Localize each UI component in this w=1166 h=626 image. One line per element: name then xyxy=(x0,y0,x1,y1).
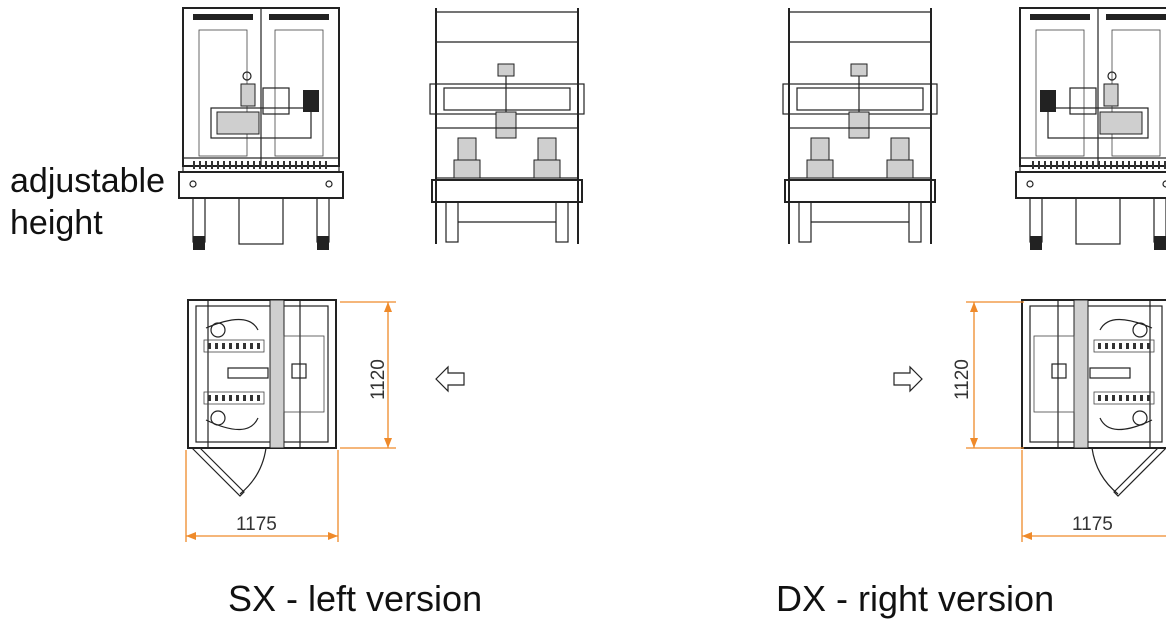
sx-dimension-1120: 1120 xyxy=(340,301,396,449)
dx-caption: DX - right version xyxy=(776,578,1055,619)
sx-caption: SX - left version xyxy=(228,578,483,619)
dx-height-value: 1120 xyxy=(952,359,973,400)
note-line-2: height xyxy=(10,204,103,242)
dx-side-view xyxy=(782,7,938,245)
dx-width-value: 1175 xyxy=(1072,514,1113,535)
sx-front-view xyxy=(178,7,344,251)
sx-dimension-1175: 1175 xyxy=(185,450,339,542)
dx-front-view xyxy=(1015,7,1166,251)
arrow-left-icon xyxy=(435,366,465,392)
sx-plan-view xyxy=(187,299,337,497)
arrow-right-icon xyxy=(893,366,923,392)
sx-side-view xyxy=(429,7,585,245)
dx-dimension-1120: 1120 xyxy=(952,301,1024,449)
note-line-1: adjustable xyxy=(10,162,166,200)
dx-plan-view xyxy=(1021,299,1166,497)
adjustable-height-note: adjustable height xyxy=(10,160,165,244)
sx-width-value: 1175 xyxy=(236,514,277,535)
dx-dimension-1175: 1175 xyxy=(1021,450,1166,542)
sx-height-value: 1120 xyxy=(368,359,389,400)
